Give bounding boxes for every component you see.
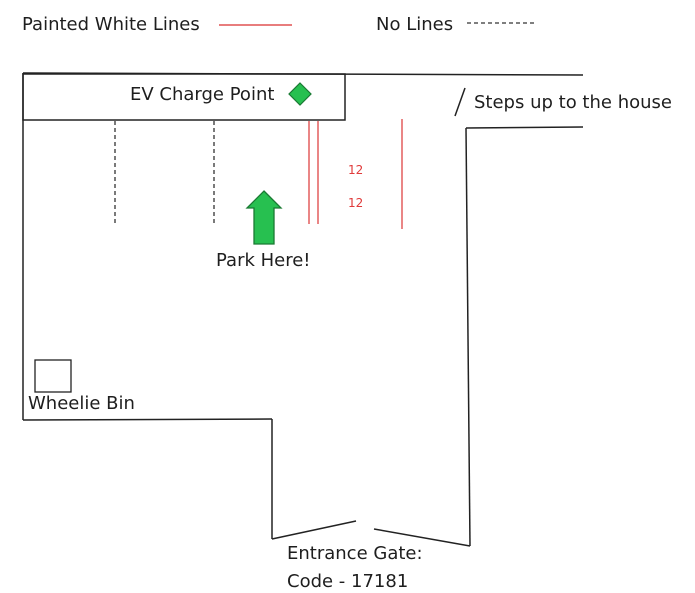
wheelie-bin-box <box>34 359 72 393</box>
entrance-code-label: Code - 17181 <box>287 571 409 592</box>
up-arrow-icon <box>245 190 283 245</box>
entrance-gate-label: Entrance Gate: <box>287 543 423 564</box>
ev-diamond-icon <box>288 82 312 106</box>
ev-charge-label: EV Charge Point <box>130 84 275 105</box>
legend-no-lines-label: No Lines <box>376 14 454 35</box>
park-here-label: Park Here! <box>216 250 311 271</box>
wheelie-bin-label: Wheelie Bin <box>28 393 135 414</box>
space-number-2: 12 <box>348 196 364 210</box>
legend-painted-label: Painted White Lines <box>22 14 200 35</box>
space-number-1: 12 <box>348 163 364 177</box>
steps-label: Steps up to the house <box>474 92 672 113</box>
ev-charge-strip <box>22 73 346 121</box>
property-boundary <box>22 72 584 547</box>
